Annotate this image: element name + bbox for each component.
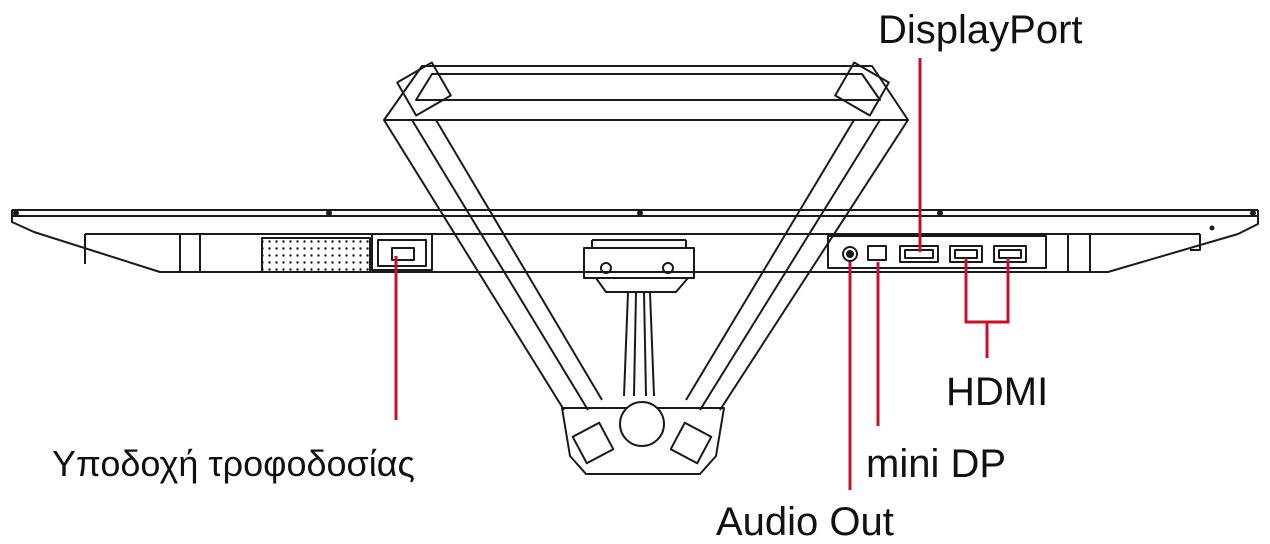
monitor-body	[11, 209, 1259, 273]
label-power-socket: Υποδοχή τροφοδοσίας	[52, 443, 415, 484]
leader-hdmi	[964, 258, 1010, 358]
callout-leaders	[394, 58, 1010, 490]
power-socket	[371, 233, 433, 271]
vent-grille	[261, 237, 371, 273]
stand-base	[561, 401, 725, 475]
label-audio-out: Audio Out	[716, 500, 894, 544]
hdmi-port-2	[993, 245, 1027, 263]
label-hdmi: HDMI	[946, 370, 1049, 414]
label-mini-dp: mini DP	[866, 442, 1007, 486]
audio-jack	[842, 246, 858, 262]
mini-dp-port	[867, 245, 887, 261]
stand-legs	[383, 119, 909, 411]
label-displayport: DisplayPort	[878, 8, 1083, 52]
bezel-screws	[13, 210, 1256, 231]
stand-neck	[583, 239, 695, 397]
stand-top-bar	[383, 61, 909, 121]
io-panel	[827, 235, 1047, 269]
